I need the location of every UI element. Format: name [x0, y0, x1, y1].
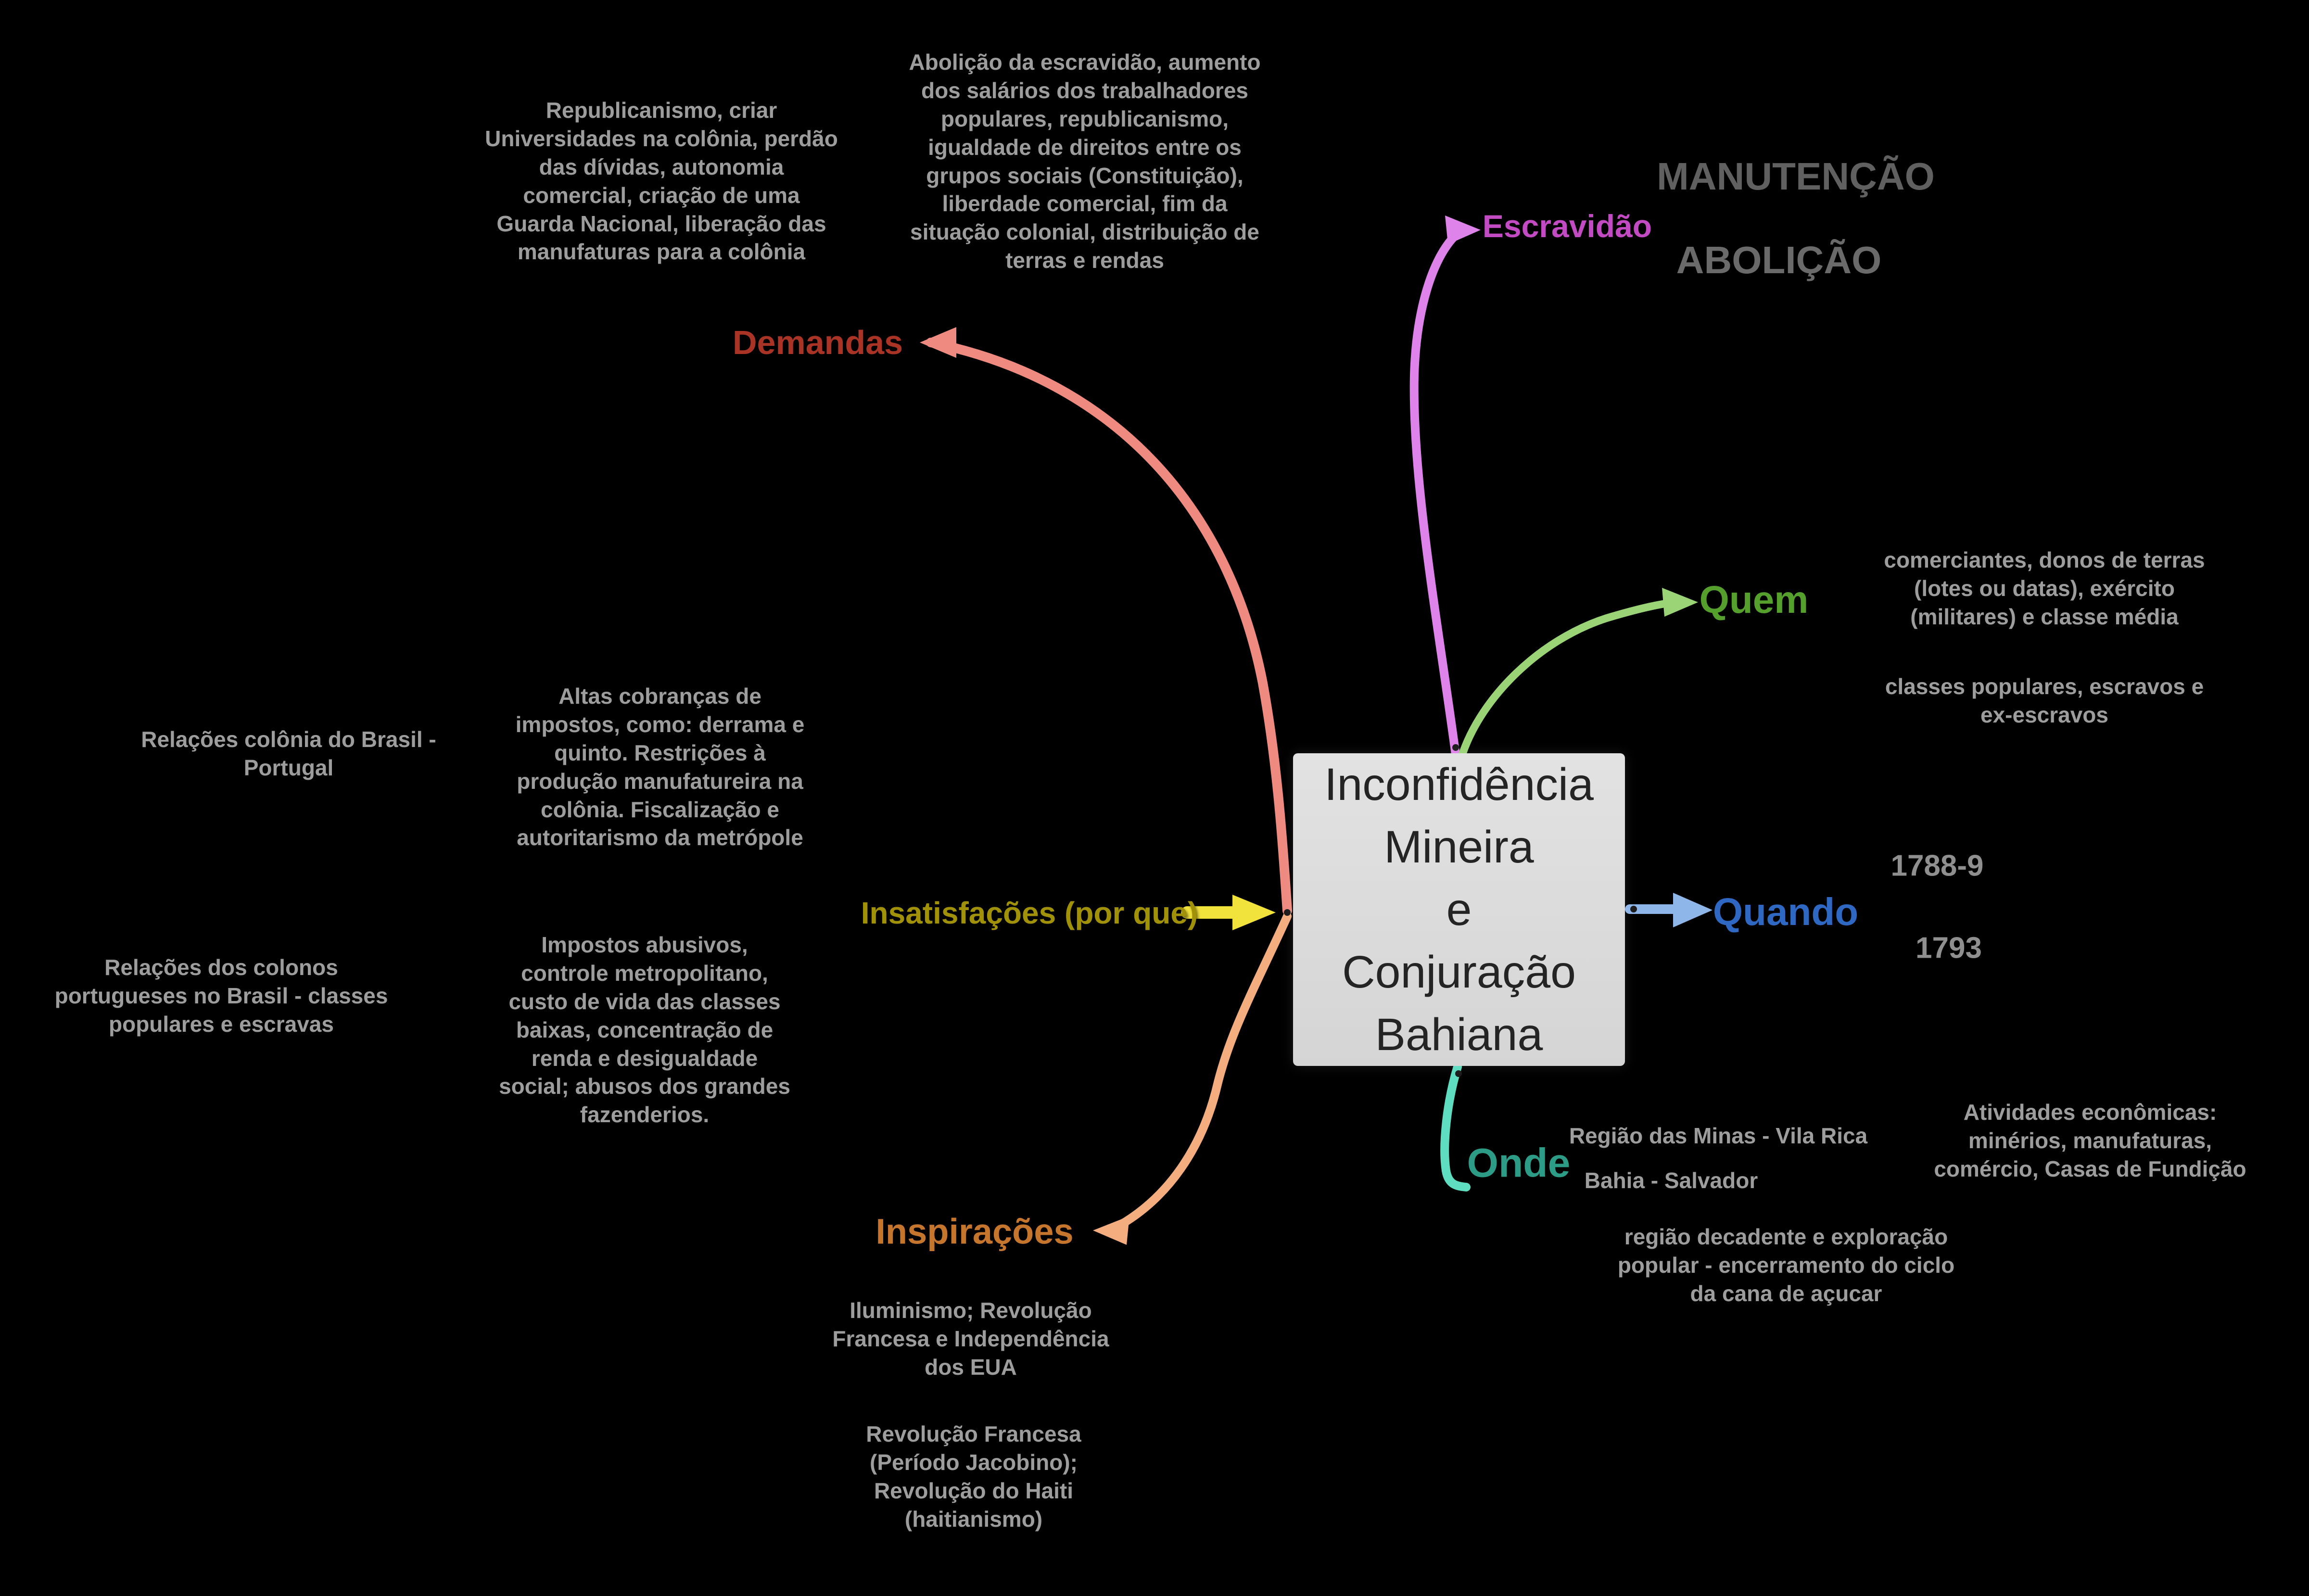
escravidao-arrowhead-icon: [1445, 215, 1481, 244]
insatisfacoes-arrowhead-icon: [1232, 895, 1276, 930]
quando-note-1793[interactable]: 1793: [1916, 931, 1982, 965]
central-topic-line: Bahiana: [1375, 1009, 1543, 1060]
branch-label-demandas[interactable]: Demandas: [732, 324, 903, 361]
quem-note-elite[interactable]: comerciantes, donos de terras (lotes ou …: [1884, 547, 2205, 629]
escravidao-note[interactable]: Abolição da escravidão, aumento dos salá…: [909, 50, 1261, 273]
onde-note-minas[interactable]: Região das Minas - Vila Rica: [1569, 1123, 1868, 1148]
central-topic-node[interactable]: Inconfidência Mineira e Conjuração Bahia…: [1293, 753, 1625, 1066]
branch-label-escravidao[interactable]: Escravidão: [1482, 208, 1652, 244]
demandas-arrowhead-icon: [920, 327, 956, 358]
onde-curve: [1440, 1063, 1471, 1191]
onde-note-atividades[interactable]: Atividades econômicas: minérios, manufat…: [1934, 1100, 2246, 1181]
quem-arrowhead-icon: [1662, 588, 1698, 617]
insatisfacoes-note-relacoes-colonos[interactable]: Relações dos colonos portugueses no Bras…: [54, 955, 388, 1037]
quem-note-popular[interactable]: classes populares, escravos e ex-escravo…: [1885, 674, 2204, 727]
quem-curve: [1459, 599, 1672, 758]
connector-dot: [1630, 906, 1637, 912]
central-topic-line: Inconfidência: [1324, 759, 1594, 810]
demandas-note[interactable]: Republicanismo, criar Universidades na c…: [485, 98, 838, 265]
inspiracoes-curve: [1116, 912, 1292, 1229]
branch-label-inspiracoes[interactable]: Inspirações: [875, 1211, 1074, 1252]
branch-label-quem[interactable]: Quem: [1699, 578, 1809, 621]
onde-note-regiao-decadente[interactable]: região decadente e exploração popular - …: [1617, 1224, 1955, 1306]
quando-note-1788-9[interactable]: 1788-9: [1890, 849, 1984, 883]
onde-note-bahia[interactable]: Bahia - Salvador: [1584, 1168, 1758, 1193]
central-topic-line: Conjuração: [1342, 947, 1576, 998]
branch-label-insatisfacoes[interactable]: Insatisfações (por que): [861, 896, 1198, 930]
central-topic-line: Mineira: [1384, 822, 1534, 873]
escravidao-curve: [1409, 229, 1462, 759]
central-topic-line: e: [1446, 884, 1472, 935]
sublabel-abolicao[interactable]: ABOLIÇÃO: [1676, 239, 1882, 281]
demandas-curve: [926, 338, 1292, 915]
insatisfacoes-note-relacoes-colonia[interactable]: Relações colônia do Brasil - Portugal: [141, 727, 436, 780]
insatisfacoes-note-altas-cobrancas[interactable]: Altas cobranças de impostos, como: derra…: [515, 684, 805, 850]
inspiracoes-note-iluminismo[interactable]: Iluminismo; Revolução Francesa e Indepen…: [832, 1298, 1109, 1380]
quando-arrowhead-icon: [1673, 893, 1713, 927]
sublabel-manutencao[interactable]: MANUTENÇÃO: [1657, 155, 1935, 198]
insatisfacoes-note-impostos-abusivos[interactable]: Impostos abusivos, controle metropolitan…: [499, 932, 790, 1127]
branch-label-onde[interactable]: Onde: [1467, 1140, 1571, 1186]
connector-dot: [1452, 744, 1459, 751]
branch-label-quando[interactable]: Quando: [1713, 890, 1859, 933]
connector-dot: [1284, 909, 1291, 916]
inspiracoes-note-revolucao[interactable]: Revolução Francesa (Período Jacobino); R…: [866, 1421, 1081, 1532]
inspiracoes-arrowhead-icon: [1093, 1216, 1129, 1245]
connector-dot: [1455, 1070, 1462, 1077]
